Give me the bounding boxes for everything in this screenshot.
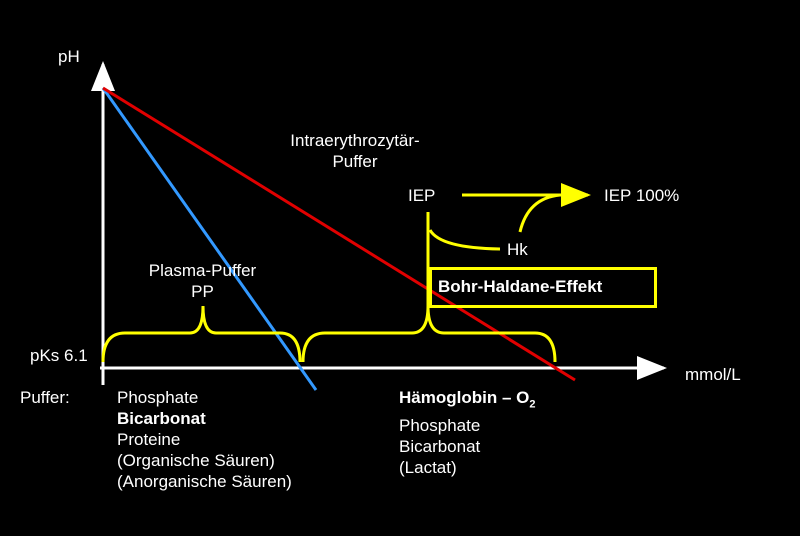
curve-to-hk [428,229,501,251]
iep-buffer-list: Hämoglobin – O2 Phosphate Bicarbonat (La… [399,387,535,478]
brace-iep [301,305,557,363]
curve-hk-up [518,193,561,233]
buffer-item-hemoglobin: Hämoglobin – O2 [399,388,536,411]
puffer-label: Puffer: [20,388,70,407]
x-axis-label: mmol/L [685,365,741,384]
plasma-buffer-list: Phosphate Bicarbonat Proteine (Organisch… [117,387,292,492]
red-line-total [102,86,576,382]
buffer-item: Phosphate [399,416,481,436]
y-axis-label: pH [58,47,80,66]
bohr-haldane-box: Bohr-Haldane-Effekt [429,267,657,308]
plasma-line1: Plasma-Puffer [148,261,257,280]
intra-title-line1: Intraerythrozytär- [290,131,420,150]
brace-plasma [101,305,302,363]
buffer-item: Bicarbonat [399,437,481,457]
iep-100-label: IEP 100% [604,186,680,205]
intra-title: Intraerythrozytär- Puffer [270,130,440,172]
buffer-item: Proteine [117,430,181,449]
blue-line-plasma [101,87,318,391]
bohr-haldane-label: Bohr-Haldane-Effekt [438,277,603,296]
plasma-line2: PP [191,282,214,301]
pks-label: pKs 6.1 [30,346,88,365]
buffer-item: Bicarbonat [117,409,206,428]
buffer-item: (Anorganische Säuren) [117,472,292,491]
intra-title-line2: Puffer [332,152,378,171]
buffer-item: (Lactat) [399,458,457,478]
plasma-puffer-label: Plasma-Puffer PP [120,260,285,302]
iep-label: IEP [408,186,436,205]
hk-label: Hk [507,240,528,259]
buffer-item: (Organische Säuren) [117,451,275,470]
buffer-item: Phosphate [117,388,199,407]
